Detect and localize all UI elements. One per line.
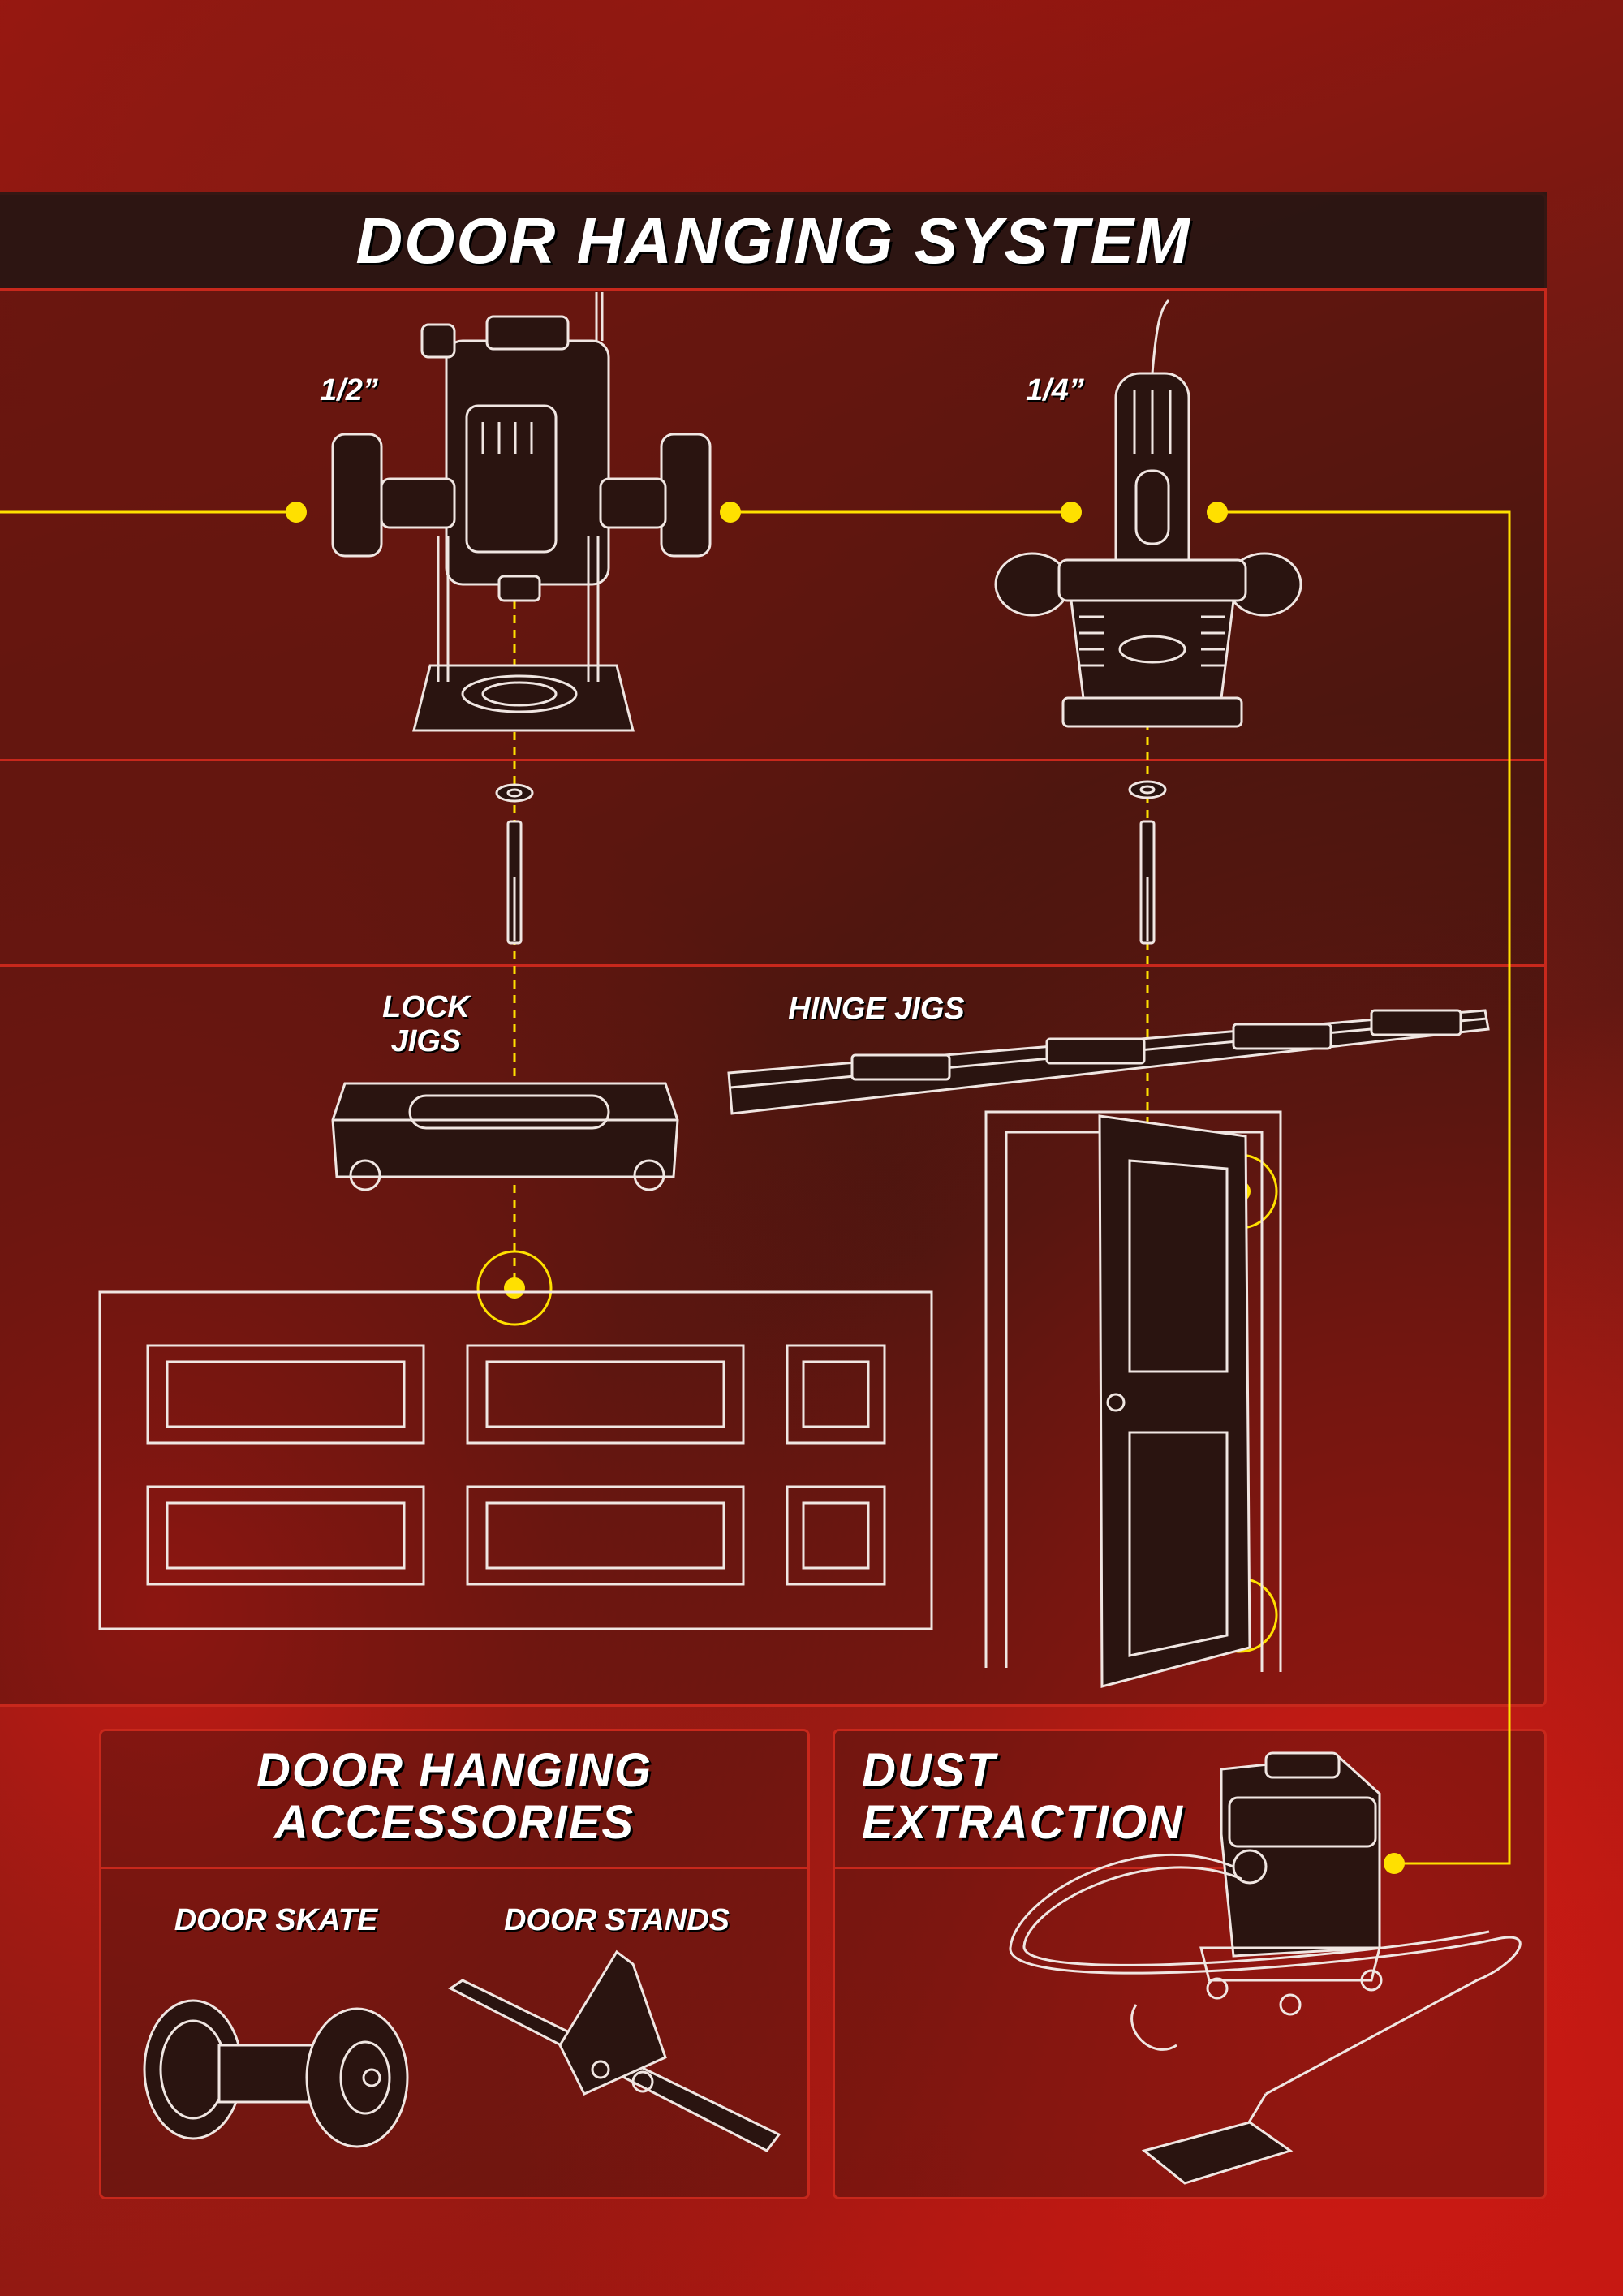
lock-jig-illustration <box>331 1082 679 1191</box>
system-panel <box>0 192 1547 1707</box>
divider <box>0 759 1547 761</box>
divider <box>0 288 1547 291</box>
hinge-jigs-label: HINGE JIGS <box>788 992 965 1026</box>
divider <box>101 1867 808 1869</box>
hinge-jig-illustration <box>727 1009 1490 1115</box>
router-quarter-inch-label: 1/4” <box>1026 373 1084 407</box>
door-frame-illustration <box>984 1110 1282 1688</box>
divider <box>0 964 1547 967</box>
accessories-title: DOOR HANGING ACCESSORIES <box>256 1744 652 1849</box>
bit-and-collet-illustration <box>495 780 1167 945</box>
title-bar <box>0 192 1547 288</box>
connector-lines <box>0 510 1511 1865</box>
divider <box>834 1867 1289 1869</box>
lock-jigs-label: LOCK JIGS <box>382 990 470 1058</box>
door-skate-label: DOOR SKATE <box>174 1903 378 1937</box>
door-skate-illustration <box>143 1999 409 2148</box>
page-title: DOOR HANGING SYSTEM <box>355 205 1191 277</box>
door-stands-label: DOOR STANDS <box>504 1903 730 1937</box>
door-stand-illustration <box>448 1949 781 2152</box>
half-inch-router-illustration <box>331 292 712 732</box>
door-illustration <box>98 1290 933 1630</box>
quarter-inch-router-illustration <box>994 299 1302 728</box>
router-half-inch-label: 1/2” <box>320 373 378 407</box>
shop-vac-illustration <box>1009 1751 1522 2185</box>
dust-title: DUST EXTRACTION <box>862 1744 1184 1849</box>
